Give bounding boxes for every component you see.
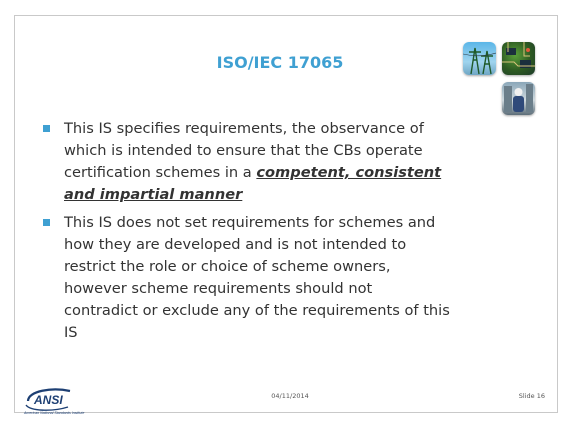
- svg-text:American National Standards In: American National Standards Institute: [23, 411, 84, 415]
- bullet-square-icon: [43, 219, 50, 226]
- bullet-square-icon: [43, 125, 50, 132]
- slide-number: Slide 16: [518, 392, 545, 400]
- bullet-emphasis: competent, consistent and impartial mann…: [64, 164, 442, 203]
- circuit-board-photo: [502, 42, 535, 75]
- svg-text:ANSI: ANSI: [33, 393, 63, 407]
- ansi-logo: ANSI American National Standards Institu…: [22, 385, 122, 415]
- bullet-text: This IS specifies requirements, the obse…: [64, 120, 424, 181]
- engineer-photo: [502, 82, 535, 115]
- power-line-photo: [463, 42, 496, 75]
- bullet-item: This IS specifies requirements, the obse…: [40, 118, 450, 206]
- bullet-item: This IS does not set requirements for sc…: [40, 212, 450, 344]
- bullet-list: This IS specifies requirements, the obse…: [40, 118, 450, 350]
- footer-date: 04/11/2014: [271, 392, 309, 400]
- bullet-text: This IS does not set requirements for sc…: [64, 214, 450, 341]
- slide-frame: [14, 15, 558, 413]
- slide-title: ISO/IEC 17065: [216, 53, 344, 72]
